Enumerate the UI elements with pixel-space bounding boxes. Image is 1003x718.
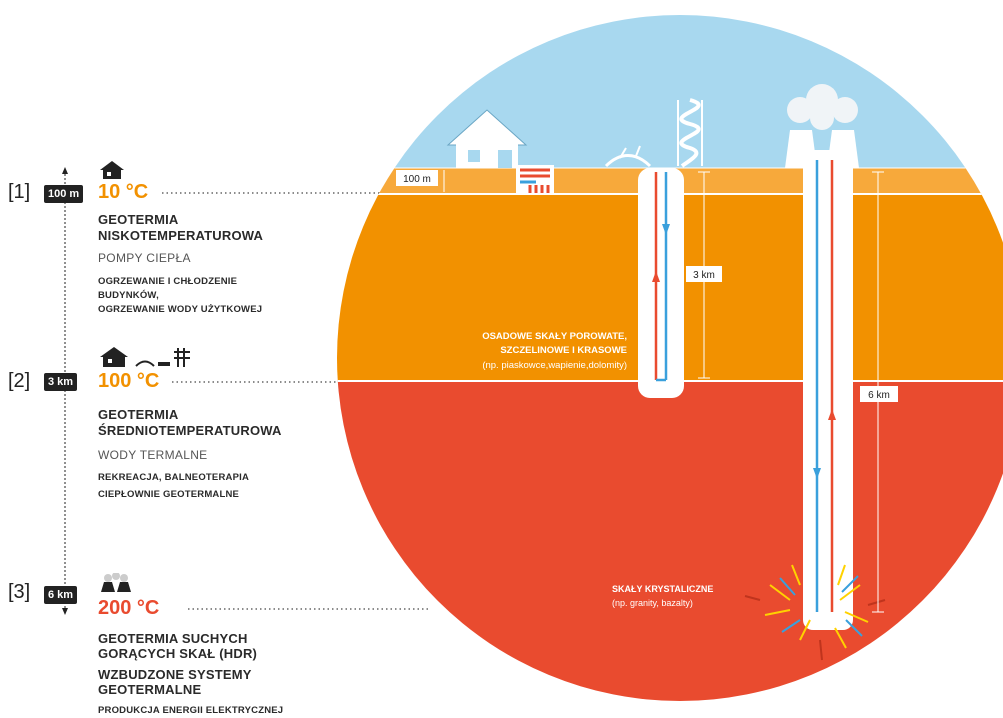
- depth-badge: 6 km: [44, 586, 78, 604]
- depth-badge: 3 km: [44, 373, 78, 391]
- level-index: [1]: [8, 181, 31, 203]
- level-use-line-2: CIEPŁOWNIE GEOTERMALNE: [98, 489, 240, 500]
- well-6km: [744, 150, 886, 661]
- heat-pump-coil-icon: [516, 165, 554, 195]
- level-index: [2]: [8, 370, 31, 392]
- earth-globe: [337, 15, 1003, 701]
- svg-text:(np. piaskowce,wapienie,dolomi: (np. piaskowce,wapienie,dolomity): [482, 360, 627, 371]
- house-icon: [100, 161, 124, 179]
- depth-axis: [62, 167, 68, 615]
- fracture-icon: [744, 564, 886, 661]
- level-title-line-1: GEOTERMIA SUCHYCH: [98, 631, 248, 646]
- svg-text:(np. granity, bazalty): (np. granity, bazalty): [612, 598, 693, 608]
- svg-text:6 km: 6 km: [868, 390, 890, 401]
- depth-badge: 100 m: [44, 185, 84, 203]
- level-use-line-3: OGRZEWANIE WODY UŻYTKOWEJ: [98, 304, 263, 315]
- depth-label-6km: 6 km: [860, 386, 898, 402]
- house-spa-icon: [100, 347, 190, 367]
- level-title-line-4: GEOTERMALNE: [98, 682, 202, 697]
- level-subtitle: POMPY CIEPŁA: [98, 251, 191, 265]
- crystalline-layer: [337, 381, 1003, 701]
- level-title-line-1: GEOTERMIA: [98, 212, 179, 227]
- sky-layer: [337, 15, 1003, 168]
- level-title-line-2: ŚREDNIOTEMPERATUROWA: [98, 423, 282, 438]
- level-title-line-2: NISKOTEMPERATUROWA: [98, 228, 264, 243]
- water-slide-icon: [604, 98, 703, 168]
- temperature-value: 200 °C: [98, 597, 160, 619]
- level-use-line-1: OGRZEWANIE I CHŁODZENIE: [98, 276, 238, 287]
- level-title-line-2: GORĄCYCH SKAŁ (HDR): [98, 646, 258, 661]
- depth-label-3km: 3 km: [686, 266, 722, 282]
- level-index: [3]: [8, 581, 31, 603]
- level-use-line-1: REKREACJA, BALNEOTERAPIA: [98, 472, 250, 483]
- level-title-line-1: GEOTERMIA: [98, 407, 179, 422]
- level-title-line-3: WZBUDZONE SYSTEMY: [98, 667, 252, 682]
- level-subtitle: WODY TERMALNE: [98, 448, 208, 462]
- crystalline-rock-label: SKAŁY KRYSTALICZNE (np. granity, bazalty…: [612, 584, 713, 608]
- well-3km: [638, 168, 684, 398]
- svg-text:OSADOWE SKAŁY POROWATE,: OSADOWE SKAŁY POROWATE,: [482, 331, 627, 342]
- svg-text:3 km: 3 km: [693, 270, 715, 281]
- sedimentary-rock-label: OSADOWE SKAŁY POROWATE, SZCZELINOWE I KR…: [482, 331, 627, 371]
- svg-text:SZCZELINOWE I KRASOWE: SZCZELINOWE I KRASOWE: [500, 345, 627, 356]
- svg-text:SKAŁY KRYSTALICZNE: SKAŁY KRYSTALICZNE: [612, 584, 713, 594]
- depth-label-100m: 100 m: [396, 170, 438, 186]
- power-plant-icon: [101, 573, 131, 592]
- svg-text:100 m: 100 m: [403, 174, 431, 185]
- temperature-value: 10 °C: [98, 181, 149, 203]
- temperature-value: 100 °C: [98, 370, 160, 392]
- house-icon: [446, 109, 528, 168]
- level-use-line-2: BUDYNKÓW,: [98, 290, 159, 301]
- level-use-line-1: PRODUKCJA ENERGII ELEKTRYCZNEJ: [98, 705, 284, 716]
